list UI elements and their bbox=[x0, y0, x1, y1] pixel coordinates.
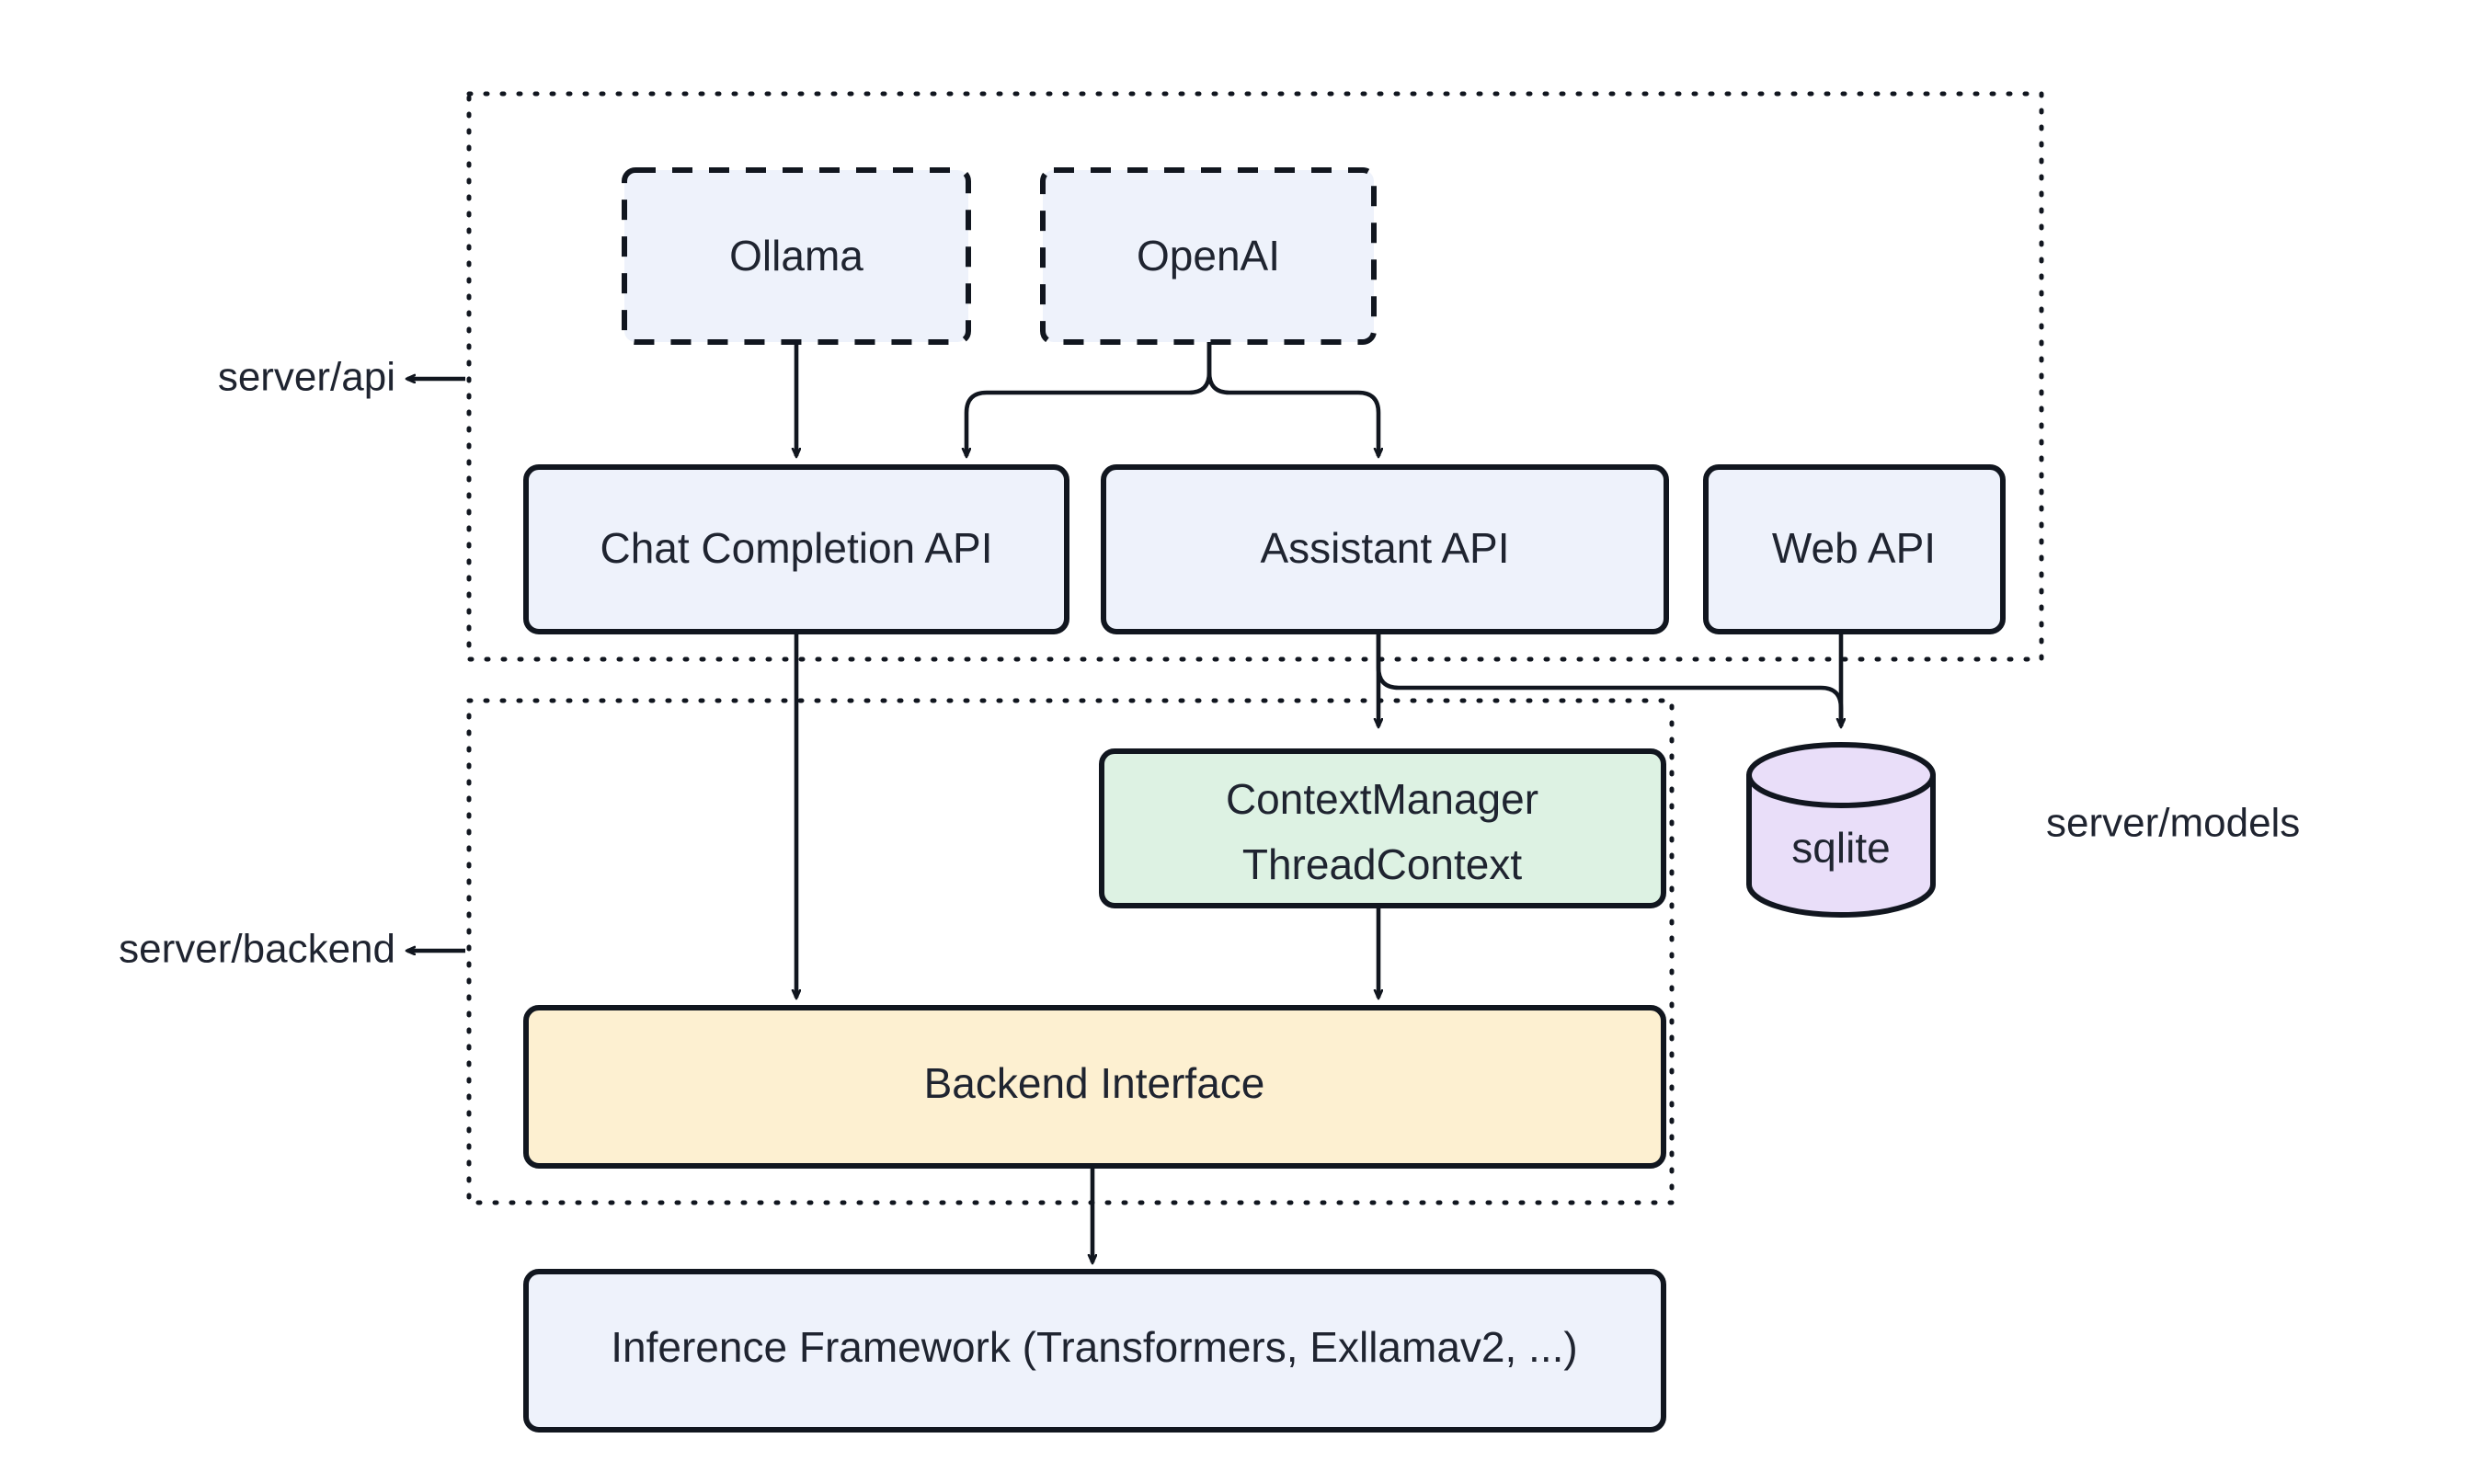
node-assistant-api-shape[interactable] bbox=[1101, 464, 1669, 634]
node-openai[interactable]: OpenAI bbox=[1040, 167, 1377, 345]
node-ollama[interactable]: Ollama bbox=[622, 167, 971, 345]
node-inference-framework-label: Inference Framework (Transformers, Exlla… bbox=[611, 1323, 1577, 1371]
node-chat-completion-api-label: Chat Completion API bbox=[600, 524, 992, 572]
node-context-manager[interactable]: ContextManager ThreadContext bbox=[1099, 748, 1666, 908]
node-web-api[interactable]: Web API bbox=[1703, 464, 2006, 634]
node-chat-completion-api[interactable]: Chat Completion API bbox=[523, 464, 1069, 634]
edge-openai-to-assistant-api bbox=[1206, 342, 1378, 456]
node-backend-interface-shape[interactable] bbox=[523, 1005, 1666, 1169]
group-label-backend: server/backend bbox=[119, 927, 465, 972]
node-web-api-shape[interactable] bbox=[1703, 464, 2006, 634]
node-backend-interface-label: Backend Interface bbox=[924, 1059, 1265, 1107]
node-sqlite-body[interactable] bbox=[1746, 772, 1936, 918]
node-ollama-label: Ollama bbox=[729, 232, 863, 280]
node-assistant-api-label: Assistant API bbox=[1260, 524, 1509, 572]
node-inference-framework-shape[interactable] bbox=[523, 1269, 1666, 1433]
node-backend-interface[interactable]: Backend Interface bbox=[523, 1005, 1666, 1169]
node-chat-completion-api-shape[interactable] bbox=[523, 464, 1069, 634]
node-sqlite-top bbox=[1746, 742, 1936, 808]
group-label-api: server/api bbox=[218, 355, 465, 400]
node-openai-shape[interactable] bbox=[1040, 167, 1377, 345]
node-openai-label: OpenAI bbox=[1137, 232, 1280, 280]
node-assistant-api[interactable]: Assistant API bbox=[1101, 464, 1669, 634]
edge-assistant-api-to-sqlite bbox=[1376, 632, 1844, 726]
group-label-backend-text: server/backend bbox=[119, 927, 395, 972]
node-web-api-label: Web API bbox=[1772, 524, 1936, 572]
node-ollama-shape[interactable] bbox=[622, 167, 971, 345]
group-label-api-text: server/api bbox=[218, 355, 395, 400]
node-inference-framework[interactable]: Inference Framework (Transformers, Exlla… bbox=[523, 1269, 1666, 1433]
node-context-manager-shape[interactable] bbox=[1099, 748, 1666, 908]
group-label-models-text: server/models bbox=[2046, 801, 2300, 846]
edge-openai-to-chat-completion-api bbox=[966, 342, 1212, 456]
node-sqlite[interactable]: sqlite bbox=[1746, 742, 1936, 918]
group-container-api bbox=[466, 91, 2044, 662]
node-context-manager-label-line1: ContextManager bbox=[1226, 775, 1538, 823]
node-sqlite-label: sqlite bbox=[1791, 824, 1890, 872]
node-context-manager-label-line2: ThreadContext bbox=[1242, 840, 1522, 888]
